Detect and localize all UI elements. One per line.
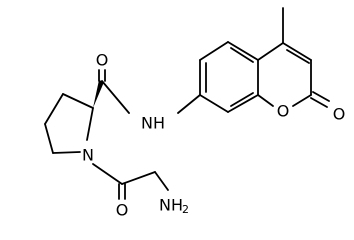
benzene-ring bbox=[199, 41, 259, 113]
stereo-wedge-bond bbox=[93, 80, 104, 108]
lactone-keto-bond bbox=[310, 91, 330, 108]
amide-cn-bond bbox=[101, 80, 130, 114]
ring-nitrogen-label: N bbox=[82, 146, 94, 165]
keto-oxygen-label: O bbox=[333, 105, 346, 124]
amide-nh-aryl-bond bbox=[177, 94, 201, 114]
carbonyl-oxygen-label: O bbox=[96, 51, 109, 70]
amide-carbonyl bbox=[98, 69, 106, 82]
amine-subscript-label: 2 bbox=[182, 203, 189, 216]
glycyl-oxygen-label: O bbox=[116, 201, 129, 220]
amide-nitrogen-label: NH bbox=[141, 114, 165, 133]
glycyl-chain bbox=[92, 163, 169, 200]
amine-nitrogen-label: NH bbox=[159, 196, 183, 215]
pyranone-ring bbox=[257, 42, 312, 107]
ring-oxygen-label: O bbox=[277, 102, 290, 121]
pyrrolidine-ring bbox=[44, 93, 94, 154]
